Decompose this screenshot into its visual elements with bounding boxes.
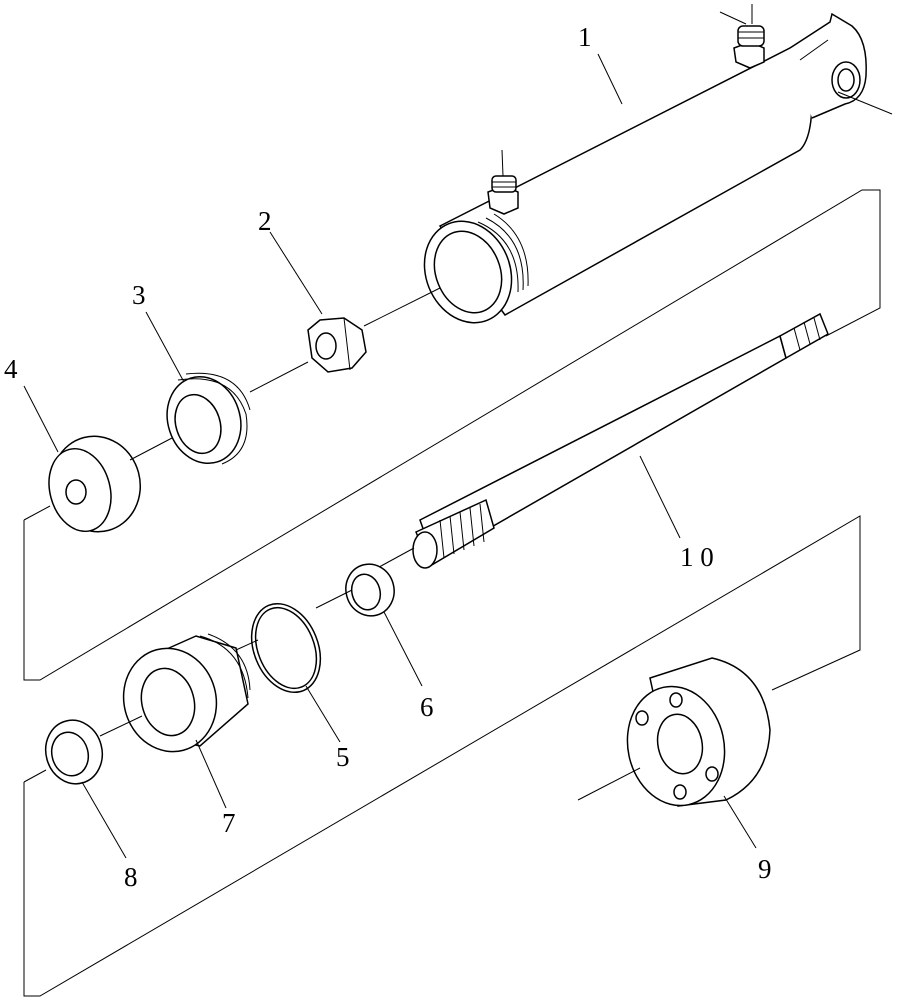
part-1-cylinder-barrel bbox=[423, 4, 893, 324]
callout-2: 2 bbox=[258, 206, 272, 236]
callout-3: 3 bbox=[132, 280, 146, 310]
callout-5: 5 bbox=[336, 742, 350, 772]
part-10-piston-rod bbox=[369, 312, 829, 573]
callout-4: 4 bbox=[4, 354, 18, 384]
part-4-cap bbox=[23, 385, 142, 533]
part-5-o-ring bbox=[250, 602, 341, 743]
callout-7: 7 bbox=[222, 808, 236, 838]
part-7-piston bbox=[122, 633, 251, 809]
callout-6: 6 bbox=[420, 692, 434, 722]
assembly-centerlines bbox=[23, 189, 881, 997]
callout-9: 9 bbox=[758, 854, 772, 884]
port-fitting-rear bbox=[719, 4, 765, 69]
part-6-seal-ring bbox=[345, 563, 423, 687]
part-2-nut bbox=[269, 231, 367, 373]
port-fitting-front bbox=[487, 149, 519, 215]
part-3-threaded-ring bbox=[145, 311, 251, 465]
part-8-seal bbox=[44, 719, 127, 859]
callout-8: 8 bbox=[124, 862, 138, 892]
callout-10: 1 0 bbox=[680, 542, 714, 572]
callout-1: 1 bbox=[578, 22, 592, 52]
callout-labels: 1 2 3 4 5 6 7 8 9 1 0 bbox=[4, 22, 772, 892]
part-9-end-cap bbox=[626, 657, 771, 849]
